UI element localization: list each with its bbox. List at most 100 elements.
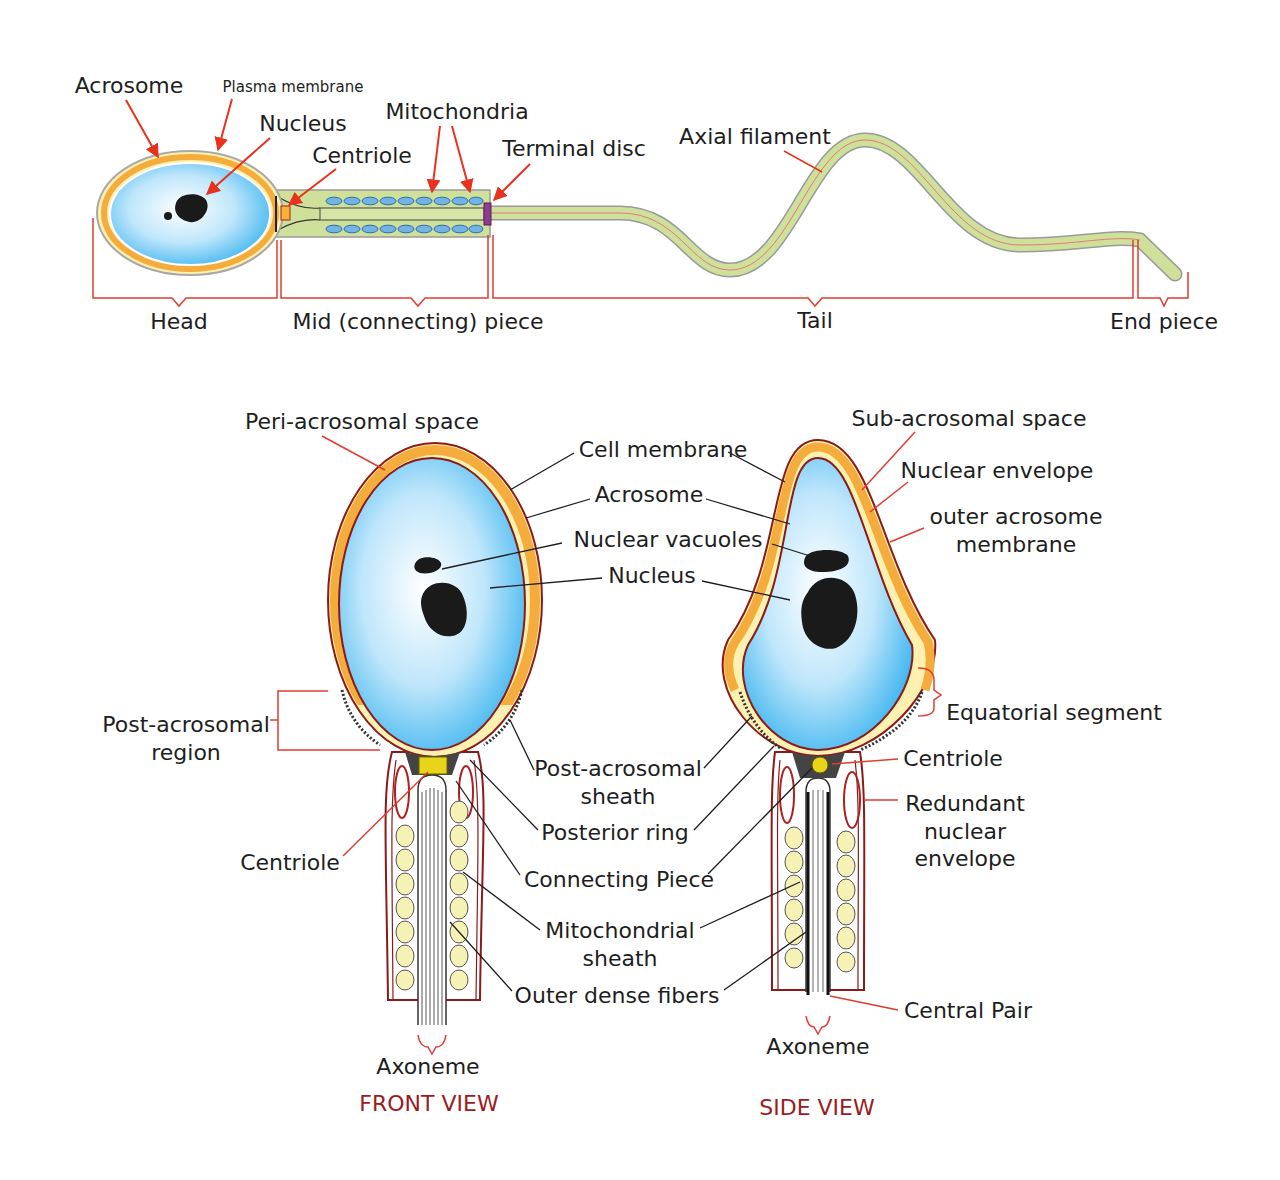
part-label: Mitochondria (385, 98, 528, 126)
leader-line (806, 1016, 830, 1034)
part-label: Centriole (903, 745, 1003, 773)
part-label: Axoneme (376, 1053, 479, 1081)
part-label: Post-acrosomal region (94, 711, 279, 766)
mitochondrion (416, 197, 432, 205)
nucleus (110, 163, 270, 265)
part-label: Plasma membrane (223, 78, 364, 97)
head-neck-join (275, 196, 277, 232)
mitochondrion (396, 897, 414, 919)
post-acrosomal-sheath (740, 692, 922, 750)
mitochondrion (785, 827, 803, 849)
bracket (1138, 240, 1188, 306)
part-label: Post-acrosomal sheath (523, 755, 713, 810)
outer-dense-fibers (422, 788, 442, 1025)
mitochondrion (344, 197, 360, 205)
leader-line (450, 922, 512, 991)
mitochondrion (785, 875, 803, 897)
mitochondrion (398, 225, 414, 233)
leader-line (526, 499, 590, 518)
axoneme (806, 778, 830, 992)
part-label: Centriole (240, 849, 340, 877)
part-label: Tail (797, 307, 833, 335)
part-label: Cell membrane (579, 436, 747, 464)
part-label: End piece (1110, 308, 1218, 336)
mitochondrion (396, 873, 414, 895)
mitochondrion (362, 225, 378, 233)
nucleus-blob (164, 212, 172, 220)
mitochondrion (785, 851, 803, 873)
mitochondrion (396, 970, 414, 990)
plasma-membrane (97, 151, 283, 275)
mitochondrion (837, 879, 855, 901)
leader-line (456, 781, 520, 875)
top-sperm (93, 99, 1188, 306)
mitochondrion (344, 225, 360, 233)
part-label: Acrosome (75, 72, 184, 100)
part-label: Axoneme (766, 1033, 869, 1061)
side-view-figure (723, 440, 936, 995)
neck (262, 190, 490, 237)
mitochondrion (785, 899, 803, 921)
part-label: Redundant nuclear envelope (903, 790, 1028, 873)
leader-arrow (218, 99, 232, 150)
acrosome (104, 157, 276, 269)
part-label: Equatorial segment (946, 699, 1162, 727)
nucleus (743, 458, 913, 750)
leader-line (870, 482, 908, 512)
redundant-envelope (844, 772, 860, 828)
mitochondrion (398, 197, 414, 205)
mitochondrion (326, 225, 342, 233)
leader-arrow (126, 100, 158, 157)
part-label: Mid (connecting) piece (292, 308, 543, 336)
nucleus-blob (801, 578, 857, 649)
mitochondrion (785, 948, 803, 968)
part-label: Head (150, 308, 208, 336)
centriole (419, 757, 447, 774)
leader-line (830, 996, 898, 1010)
mitochondrion (837, 831, 855, 853)
part-label: Centriole (312, 142, 412, 170)
leader-line (702, 581, 790, 600)
nucleus-blob (804, 550, 849, 572)
midpiece-core (320, 208, 484, 220)
part-label: outer acrosome membrane (916, 503, 1116, 558)
mitochondrion (450, 825, 468, 847)
nucleus-blob (421, 583, 467, 637)
part-label: SIDE VIEW (759, 1094, 874, 1122)
mitochondrion (450, 849, 468, 871)
leader-line (864, 799, 898, 801)
mitochondrion (380, 225, 396, 233)
leader-line (490, 578, 602, 588)
leader-line (700, 882, 800, 928)
mitochondrion (434, 197, 450, 205)
part-label: Acrosome (595, 481, 704, 509)
leader-line (343, 772, 428, 856)
post-acrosomal-sheath (342, 690, 522, 745)
bracket (93, 218, 277, 306)
part-label: Posterior ring (541, 819, 688, 847)
mitochondrion (452, 197, 468, 205)
leader-line (442, 452, 812, 991)
mitochondrion (450, 897, 468, 919)
centriole (812, 757, 828, 773)
leader-arrow (289, 169, 336, 205)
front-view-figure (328, 443, 542, 1025)
nucleus-blob (175, 194, 208, 222)
leader-arrow (207, 138, 270, 194)
outer-dense-fibers (422, 788, 442, 1025)
part-label: Nuclear envelope (901, 457, 1094, 485)
mitochondrion (326, 197, 342, 205)
mitochondrion (396, 945, 414, 967)
bracket (493, 235, 1133, 306)
leader-arrow (126, 99, 530, 205)
mitochondrion (326, 197, 483, 233)
leader-line (510, 453, 574, 490)
part-label: Sub-acrosomal space (852, 405, 1087, 433)
part-label: Connecting Piece (524, 866, 714, 894)
mitochondrion (837, 952, 855, 972)
leader-line (918, 668, 941, 716)
leader-line (724, 932, 806, 990)
mitochondrion (452, 225, 468, 233)
neck-line (278, 197, 320, 230)
